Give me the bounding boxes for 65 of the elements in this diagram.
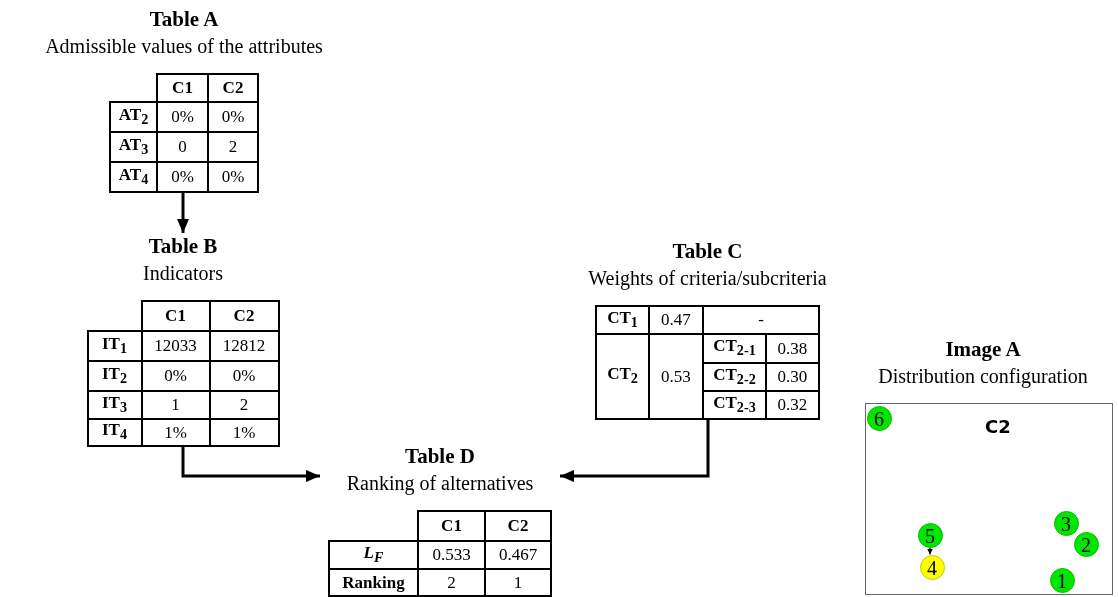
table-cell: 1 — [485, 569, 551, 596]
table-cell: 0.533 — [418, 541, 485, 569]
header-cell: CT$_{1}$ — [596, 306, 649, 334]
table-cell: 0.32 — [766, 391, 819, 419]
header-cell: C1 — [157, 74, 208, 102]
table-cell: 0.467 — [485, 541, 551, 569]
header-cell: IT$_{3}$ — [87, 391, 142, 419]
header-cell: IT$_{2}$ — [87, 361, 142, 391]
header-cell: Ranking — [329, 569, 418, 596]
header-cell: IT$_{4}$ — [87, 419, 142, 446]
table-subtitle: Admissible values of the attributes — [44, 34, 324, 59]
header-cell: C1 — [141, 301, 210, 331]
table-cell: 0% — [208, 102, 258, 132]
table-cell: 1% — [209, 419, 279, 446]
table-cell: 0% — [157, 162, 208, 192]
header-cell: AT$_{2}$ — [110, 102, 157, 132]
table-subtitle: Weights of criteria/subcriteria — [587, 266, 828, 292]
table-title: Table C — [671, 238, 744, 265]
table-cell: 0% — [208, 162, 258, 192]
header-cell: CT$_{2-2}$ — [703, 363, 766, 391]
table-cell: 1 — [141, 391, 210, 419]
numbered-marker: 1 — [1049, 567, 1075, 593]
table-cell: 0.30 — [766, 363, 819, 391]
table-cell: 0 — [157, 132, 208, 162]
table-title: Table A — [148, 6, 220, 33]
image-title: Image A — [944, 336, 1022, 363]
table-subtitle: Indicators — [142, 261, 224, 286]
table-cell: 0.47 — [649, 306, 703, 334]
image-subtitle: Distribution configuration — [877, 364, 1089, 390]
table-cell: 1% — [141, 419, 210, 446]
header-cell: IT$_{1}$ — [87, 331, 142, 361]
table-cell: 0% — [141, 361, 210, 391]
numbered-marker: 2 — [1073, 531, 1099, 557]
arrow — [181, 447, 320, 482]
table-subtitle: Ranking of alternatives — [345, 471, 535, 497]
numbered-marker: 5 — [917, 522, 943, 548]
table-cell: 12812 — [209, 331, 279, 361]
table-cell: 2 — [418, 569, 485, 596]
table-cell: 0% — [209, 361, 279, 391]
numbered-marker: 4 — [919, 554, 945, 580]
table-cell: 0.53 — [649, 334, 703, 419]
table-cell: - — [703, 306, 819, 334]
numbered-marker: 6 — [866, 405, 892, 431]
numbered-marker: 3 — [1053, 510, 1079, 536]
image-label: C2 — [985, 417, 1011, 437]
table-cell: 2 — [208, 132, 258, 162]
header-cell: AT$_{4}$ — [110, 162, 157, 192]
header-cell: C2 — [208, 74, 258, 102]
table-cell: 0.38 — [766, 334, 819, 363]
header-cell: CT$_{2-1}$ — [703, 334, 766, 363]
table-cell: 0% — [157, 102, 208, 132]
header-cell: CT$_{2-3}$ — [703, 391, 766, 419]
arrow — [560, 420, 710, 482]
table-title: Table B — [147, 233, 219, 260]
header-cell: C2 — [209, 301, 279, 331]
arrow — [177, 193, 189, 233]
header-cell: AT$_{3}$ — [110, 132, 157, 162]
header-cell: L$_{F}$ — [329, 541, 418, 569]
header-cell: C1 — [418, 511, 485, 541]
table-cell: 12033 — [141, 331, 210, 361]
table-cell: 2 — [209, 391, 279, 419]
small-arrow — [927, 546, 933, 556]
table-title: Table D — [404, 443, 476, 470]
header-cell: CT$_{2}$ — [596, 334, 649, 419]
header-cell: C2 — [485, 511, 551, 541]
